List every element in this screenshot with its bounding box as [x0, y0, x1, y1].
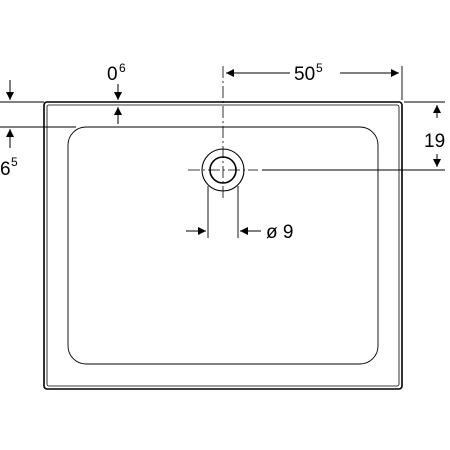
dimension-edge-thickness-value: 0: [107, 64, 118, 85]
dimension-inner-offset-sup: 5: [11, 155, 18, 169]
dimension-drain-offset-x-value: 50: [294, 64, 315, 85]
dimension-drain-offset-y-value: 19: [424, 131, 445, 152]
drain: [188, 66, 258, 200]
dimension-edge-thickness: 0 6: [0, 61, 130, 124]
dimension-edge-thickness-sup: 6: [119, 61, 126, 75]
dimension-drain-diameter-value: ø 9: [266, 222, 293, 243]
dimension-drain-offset-x-sup: 5: [316, 61, 323, 75]
dimension-inner-offset-value: 6: [0, 159, 11, 180]
dimension-inner-offset: 6 5: [0, 80, 76, 180]
dimension-drain-offset-y: 19: [404, 101, 445, 167]
dimension-drain-offset-x: 50 5: [226, 61, 399, 85]
tray-outer-outline: [43, 101, 403, 390]
dimension-drain-diameter: ø 9: [186, 186, 293, 243]
